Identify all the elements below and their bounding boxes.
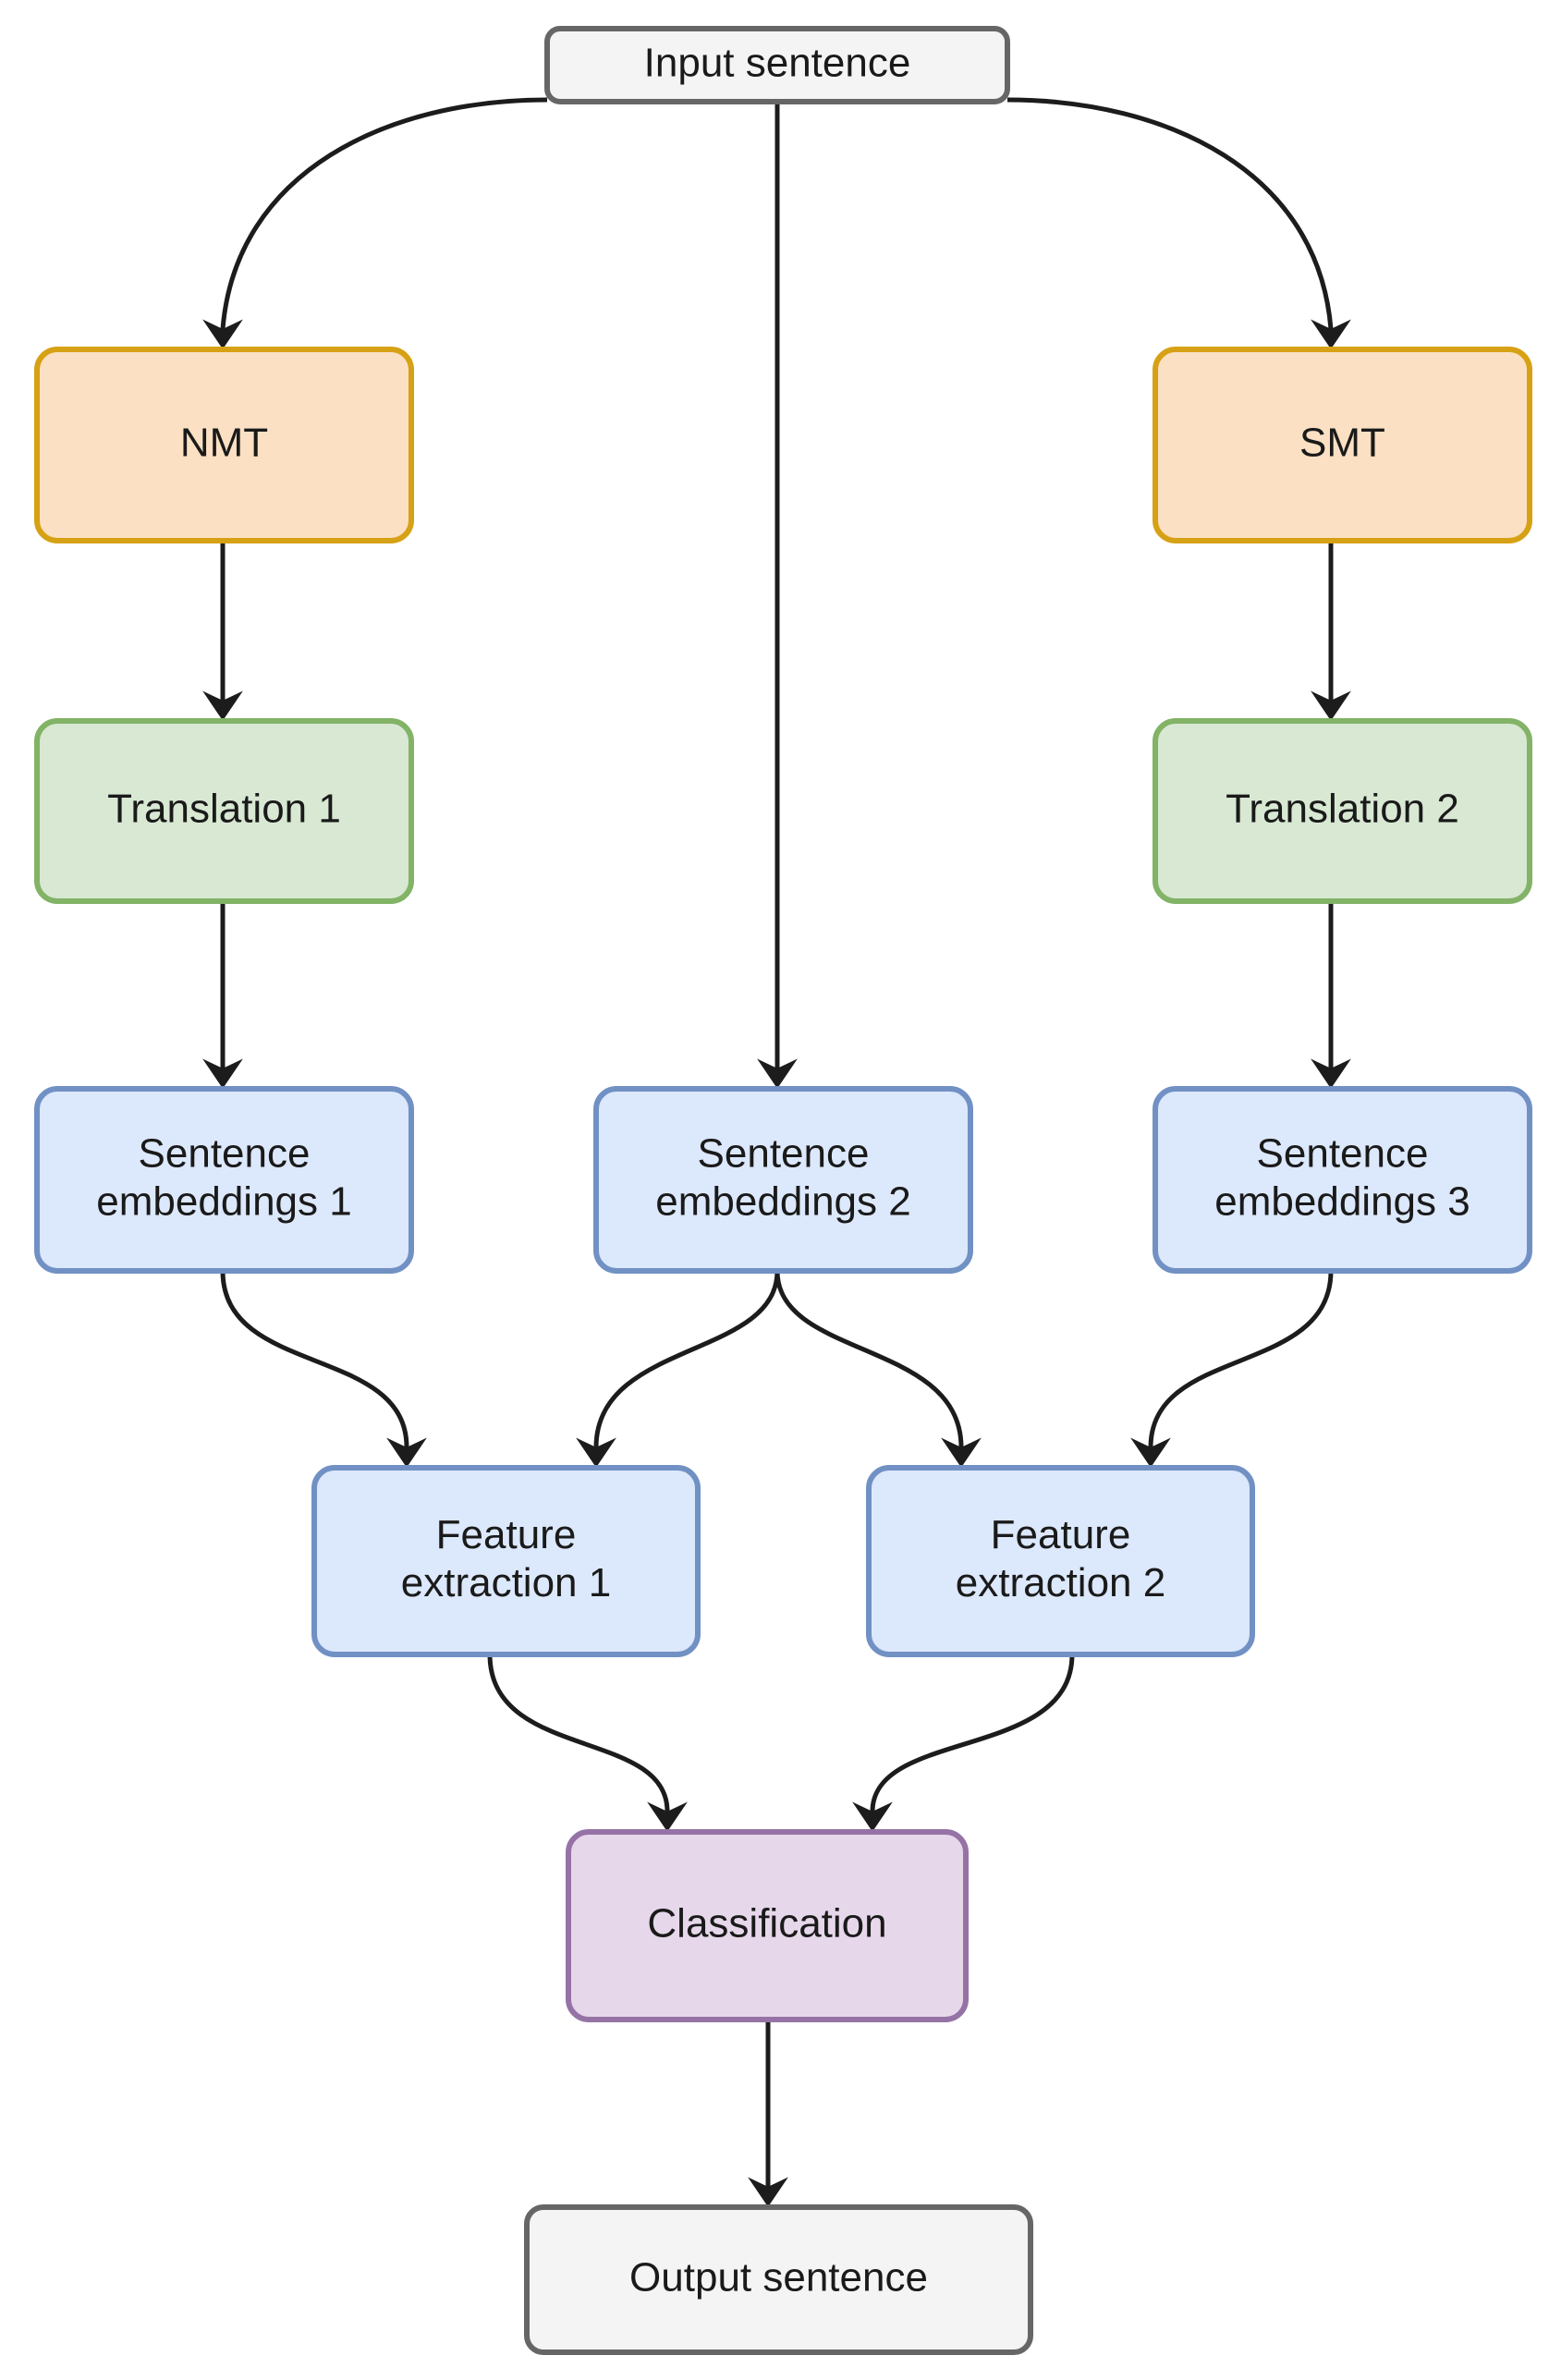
arrowhead-smt-to-trans2: [1311, 690, 1351, 721]
node-box-feature-extraction-1[interactable]: [311, 1465, 701, 1657]
edge-line-emb2-to-fe1: [593, 1270, 780, 1448]
arrowhead-input-to-smt: [1311, 319, 1351, 349]
arrowhead-input-to-nmt: [202, 319, 243, 349]
node-box-feature-extraction-2[interactable]: [866, 1465, 1255, 1657]
arrowhead-emb2-to-fe1: [576, 1437, 616, 1468]
edge-line-emb3-to-fe2: [1148, 1270, 1334, 1448]
node-label-line: SMT: [1299, 420, 1385, 465]
node-label-translation-2: Translation 2: [1226, 786, 1459, 831]
node-box-sentence-embeddings-2[interactable]: [593, 1086, 973, 1274]
arrowhead-fe1-to-class: [647, 1801, 688, 1832]
node-box-input-sentence[interactable]: [544, 26, 1010, 104]
arrowhead-emb1-to-fe1: [386, 1437, 427, 1468]
arrowhead-input-to-emb2: [757, 1058, 798, 1089]
edge-input-to-emb2: [757, 102, 798, 1089]
edges-layer: [202, 97, 1351, 2207]
node-label-line: Output sentence: [629, 2254, 928, 2300]
edge-emb2-to-fe1: [576, 1270, 780, 1468]
edge-line-fe2-to-class: [870, 1654, 1075, 1812]
node-box-nmt[interactable]: [34, 347, 414, 543]
arrowhead-emb2-to-fe2: [941, 1437, 982, 1468]
node-box-output-sentence[interactable]: [524, 2204, 1033, 2355]
node-label-line: Feature: [436, 1512, 577, 1557]
node-smt[interactable]: SMT: [1153, 347, 1532, 543]
node-label-line: Input sentence: [644, 40, 911, 85]
node-label-line: Sentence: [698, 1130, 870, 1176]
node-nmt[interactable]: NMT: [34, 347, 414, 543]
edge-class-to-output: [748, 2020, 788, 2207]
edge-trans2-to-emb3: [1311, 901, 1351, 1089]
node-box-smt[interactable]: [1153, 347, 1532, 543]
node-label-line: embeddings 3: [1214, 1178, 1470, 1224]
node-label-nmt: NMT: [180, 420, 268, 465]
node-label-line: extraction 1: [401, 1560, 611, 1605]
node-box-translation-2[interactable]: [1153, 718, 1532, 904]
arrowhead-nmt-to-trans1: [202, 690, 243, 721]
edge-fe1-to-class: [487, 1654, 688, 1832]
arrowhead-emb3-to-fe2: [1130, 1437, 1171, 1468]
node-classification[interactable]: Classification: [566, 1829, 969, 2022]
edge-emb3-to-fe2: [1130, 1270, 1334, 1468]
edge-input-to-nmt: [202, 97, 548, 349]
node-label-line: embeddings 1: [96, 1178, 351, 1224]
arrowhead-fe2-to-class: [852, 1801, 893, 1832]
node-box-classification[interactable]: [566, 1829, 969, 2022]
node-label-line: embeddings 2: [655, 1178, 910, 1224]
node-box-translation-1[interactable]: [34, 718, 414, 904]
node-label-line: Translation 2: [1226, 786, 1459, 831]
node-translation-1[interactable]: Translation 1: [34, 718, 414, 904]
edge-line-input-to-nmt: [220, 97, 548, 330]
node-label-translation-1: Translation 1: [107, 786, 341, 831]
node-output-sentence[interactable]: Output sentence: [524, 2204, 1033, 2355]
arrowhead-trans2-to-emb3: [1311, 1058, 1351, 1089]
node-input-sentence[interactable]: Input sentence: [544, 26, 1010, 104]
node-box-sentence-embeddings-1[interactable]: [34, 1086, 414, 1274]
edge-line-fe1-to-class: [487, 1654, 670, 1812]
node-label-smt: SMT: [1299, 420, 1385, 465]
edge-smt-to-trans2: [1311, 541, 1351, 721]
node-label-classification: Classification: [647, 1900, 886, 1946]
node-label-line: Translation 1: [107, 786, 341, 831]
edge-trans1-to-emb1: [202, 901, 243, 1089]
node-label-line: Sentence: [1257, 1130, 1429, 1176]
edge-line-input-to-smt: [1006, 97, 1334, 330]
node-label-line: Classification: [647, 1900, 886, 1946]
node-label-input-sentence: Input sentence: [644, 40, 911, 85]
arrowhead-trans1-to-emb1: [202, 1058, 243, 1089]
edge-line-emb1-to-fe1: [220, 1270, 409, 1448]
edge-fe2-to-class: [852, 1654, 1075, 1832]
edge-line-emb2-to-fe2: [774, 1270, 964, 1448]
node-box-sentence-embeddings-3[interactable]: [1153, 1086, 1532, 1274]
node-label-output-sentence: Output sentence: [629, 2254, 928, 2300]
arrowhead-class-to-output: [748, 2177, 788, 2207]
node-label-line: Sentence: [139, 1130, 311, 1176]
edge-nmt-to-trans1: [202, 541, 243, 721]
node-label-line: NMT: [180, 420, 268, 465]
edge-emb2-to-fe2: [774, 1270, 982, 1468]
edge-emb1-to-fe1: [220, 1270, 427, 1468]
node-translation-2[interactable]: Translation 2: [1153, 718, 1532, 904]
edge-input-to-smt: [1006, 97, 1351, 349]
node-label-line: Feature: [991, 1512, 1131, 1557]
node-label-line: extraction 2: [956, 1560, 1165, 1605]
